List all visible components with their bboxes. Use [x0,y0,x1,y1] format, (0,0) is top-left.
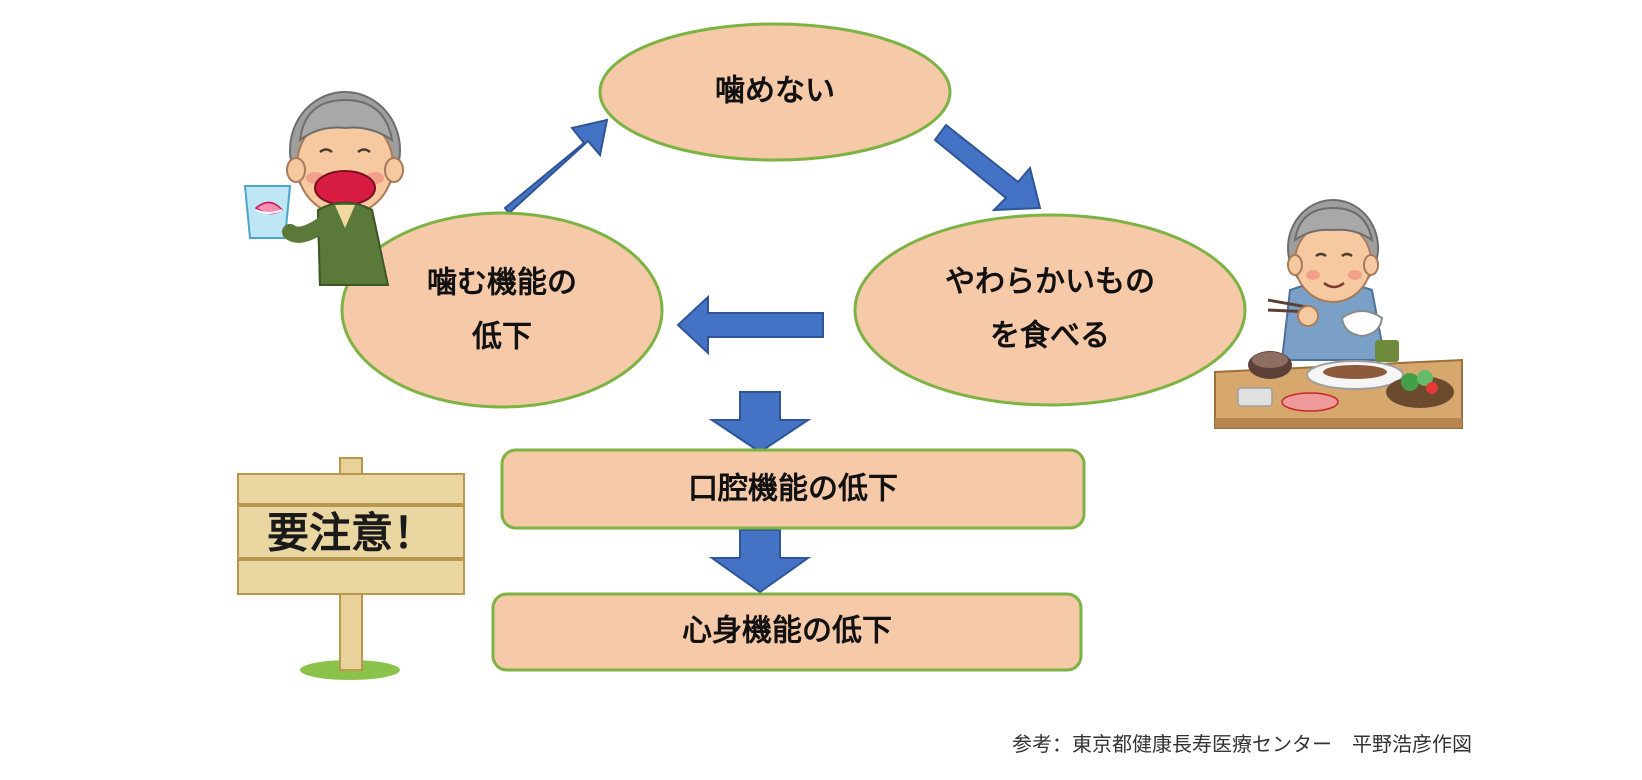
arrow-up-right [503,118,609,215]
wooden-signboard-icon: 要注意！ [237,457,465,680]
node-soft-food-line2: を食べる [990,319,1110,354]
node-chewing-decline-line2: 低下 [471,320,532,355]
sign-label: 要注意！ [267,509,435,558]
arrow-down-right [933,123,1042,212]
elderly-man-eating-meal-icon [1214,199,1463,429]
node-physical-decline-label: 心身機能の低下 [682,614,892,649]
source-caption: 参考：東京都健康長寿医療センター 平野浩彦作図 [1012,732,1472,756]
elderly-man-with-denture-cup-icon [243,91,404,286]
node-physical-decline: 心身機能の低下 [491,592,1083,672]
arrow-down-1 [708,391,812,454]
arrow-down-2 [708,529,812,594]
node-cannot-chew: 噛めない [598,22,952,162]
node-oral-decline-label: 口腔機能の低下 [688,472,898,507]
node-chewing-decline-line1: 噛む機能の [427,266,577,301]
node-soft-food: やわらかいもの を食べる [853,213,1247,407]
elderly-man-overlay [282,201,390,286]
node-oral-decline: 口腔機能の低下 [500,448,1086,530]
arrow-left [676,294,824,356]
node-soft-food-line1: やわらかいもの [945,265,1155,300]
node-chewing-decline: 噛む機能の 低下 [340,211,664,409]
node-cannot-chew-label: 噛めない [715,74,835,109]
